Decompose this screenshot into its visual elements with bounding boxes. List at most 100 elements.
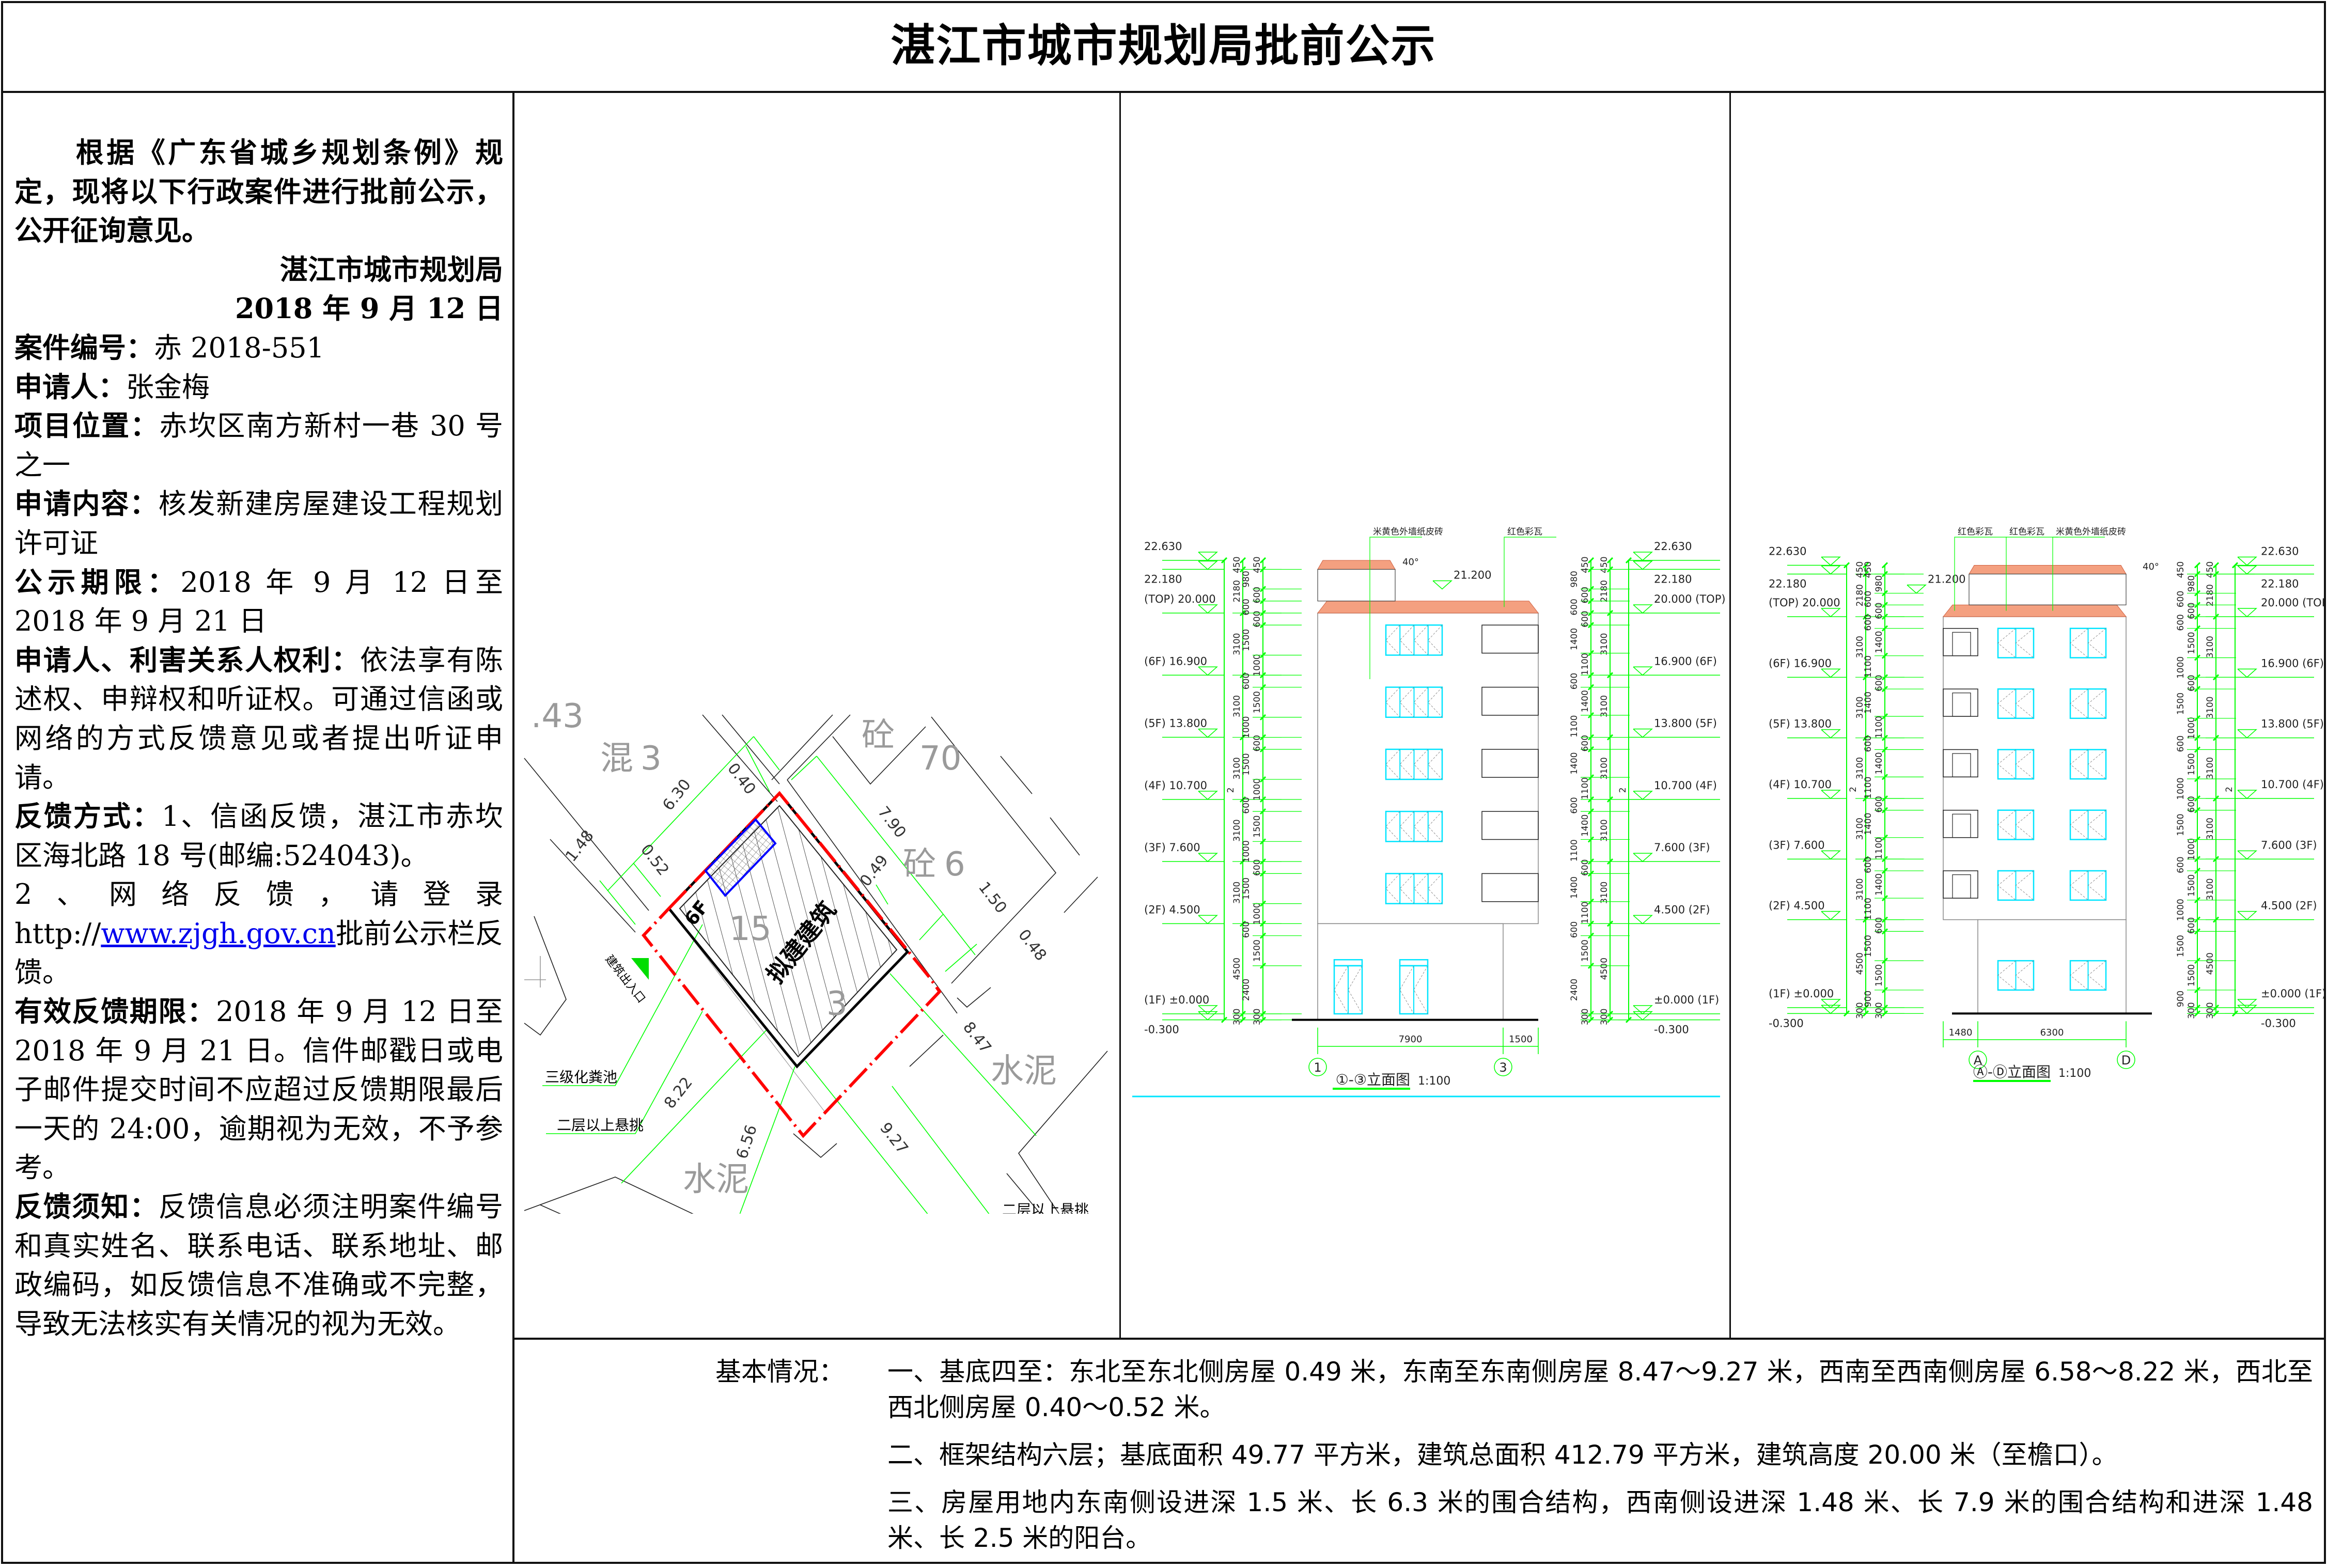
level-marker-icon: [1198, 666, 1218, 676]
dimension-label: 450: [2205, 561, 2215, 578]
notice-text: 根据《广东省城乡规划条例》规定，现将以下行政案件进行批前公示，公开征询意见。 湛…: [14, 133, 503, 1343]
dimension-label: 3100: [1855, 757, 1865, 779]
elevation-title: ①-③立面图: [1336, 1071, 1410, 1088]
side-window: [1481, 811, 1539, 840]
note-leader: [1954, 537, 2007, 611]
dimension-label: 1.48: [562, 827, 598, 865]
dimension-label: 600: [1252, 859, 1262, 876]
dimension-label: 3100: [1599, 882, 1610, 904]
dimension-label: 1000: [2187, 838, 2197, 860]
note-leader: [1369, 537, 1422, 679]
page-title: 湛江市城市规划局批前公示: [891, 20, 1436, 72]
elevation-scale: 1:100: [2058, 1067, 2091, 1080]
dimension-label: 8.22: [661, 1074, 696, 1112]
context-label: 混: [600, 740, 633, 778]
balcony-door: [1952, 693, 1971, 717]
dimension-label: 1500: [1580, 939, 1590, 962]
dimension-label: 1400: [1874, 631, 1884, 653]
window: [1997, 628, 2035, 658]
window: [1385, 873, 1443, 904]
dimension-label: 1100: [1874, 837, 1884, 859]
dimension-lines: [542, 736, 1037, 1214]
dimension-label: 7900: [1399, 1034, 1423, 1045]
dimension-label: 2180: [2205, 584, 2215, 606]
dimension-label: 300: [1855, 1002, 1865, 1018]
dimension-tick: [1606, 557, 1614, 564]
dimension-label: 1100: [1569, 715, 1580, 738]
dimension-label: 2: [1618, 787, 1628, 793]
dimension-label: 1500: [1874, 964, 1884, 986]
level-label: 22.180: [1769, 577, 1806, 590]
dimension-label: 1500: [1509, 1034, 1533, 1045]
window-opening: [2087, 960, 2106, 991]
window: [1997, 688, 2035, 719]
dimension-label: 600: [2187, 602, 2197, 619]
dimension-label: 2180: [1232, 580, 1242, 602]
level-label: -0.300: [1769, 1017, 1804, 1029]
window-opening: [2087, 628, 2106, 658]
window-opening: [1348, 965, 1363, 1014]
window-opening: [1997, 960, 2016, 991]
field-period: 公示期限：2018 年 9 月 12 日至 2018 年 9 月 21 日: [14, 563, 503, 641]
field-label: 公示期限：: [14, 565, 181, 599]
dimension-label: 1500: [2176, 813, 2186, 836]
dimension-label: 7.90: [874, 803, 910, 841]
level-label: (3F) 7.600: [1144, 841, 1200, 854]
level-marker-icon: [2237, 1005, 2257, 1014]
dimension-label: 3100: [2205, 696, 2215, 718]
field-value: 核发新建房屋建设工程规划许可证: [14, 488, 503, 559]
field-label: 有效反馈期限：: [14, 995, 216, 1028]
window-opening: [1428, 873, 1443, 904]
balcony-door: [1952, 874, 1971, 899]
field-value: 2018 年 9 月 12 日至 2018 年 9 月 21 日: [14, 566, 504, 638]
dimension-label: 0.48: [1014, 926, 1050, 964]
feedback-url-link[interactable]: www.zjgh.gov.cn: [101, 917, 336, 950]
dimension-label: 300: [1252, 1009, 1262, 1025]
level-label: 22.180: [1144, 573, 1182, 585]
context-label: 6: [944, 845, 965, 884]
dimension-label: 600: [1863, 591, 1873, 607]
context-label: 砼: [862, 716, 895, 755]
land-boundary: [642, 791, 942, 1138]
dimension-label: 0.49: [856, 852, 892, 890]
dimension-label: 3100: [1599, 757, 1610, 779]
dimension-label: 3100: [1855, 636, 1865, 658]
side-window: [1481, 624, 1539, 654]
dimension-label: 300: [2205, 1002, 2215, 1018]
dimension-label: 600: [1874, 602, 1884, 619]
level-marker-icon: [1198, 915, 1218, 924]
facade-ground-floor: [1317, 923, 1504, 1021]
window-opening: [1428, 687, 1443, 718]
dimension-label: 980: [2187, 575, 2197, 592]
window: [2069, 628, 2107, 658]
dimension-label: 600: [1569, 599, 1580, 615]
level-marker-icon: [1198, 560, 1218, 570]
level-label: 4.500 (2F): [1654, 903, 1710, 916]
upper-roof-tiles: [1969, 565, 2127, 574]
dimension-label: 1400: [1863, 813, 1873, 835]
level-marker-icon: [1198, 552, 1218, 561]
context-label: 70: [919, 740, 961, 778]
field-application: 申请内容：核发新建房屋建设工程规划许可证: [14, 484, 503, 562]
window-opening: [2070, 688, 2088, 719]
axis-label: 1: [1314, 1060, 1321, 1075]
dimension-label: 3100: [1599, 819, 1610, 841]
level-label: (4F) 10.700: [1769, 778, 1832, 791]
axis-bubble: [1969, 1050, 1987, 1069]
window-opening: [2070, 810, 2088, 840]
window-opening: [1399, 873, 1414, 904]
window: [1385, 748, 1443, 780]
dimension-label: 3100: [1855, 878, 1865, 900]
roof-tiles: [1942, 604, 2127, 617]
dimension-label: 450: [1232, 556, 1242, 573]
roof-level-label: 21.200: [1454, 569, 1491, 581]
dimension-label: 1400: [1569, 876, 1580, 899]
dimension-label: 3100: [2205, 636, 2215, 658]
level-marker-icon: [1821, 790, 1841, 799]
dimension-label: 1500: [1241, 877, 1252, 900]
level-marker-icon: [1198, 1005, 1218, 1015]
level-marker-icon: [1821, 729, 1841, 739]
info-divider: [513, 1338, 2326, 1340]
material-note: 米黄色外墙纸皮砖: [1373, 527, 1443, 537]
window: [2069, 688, 2107, 719]
